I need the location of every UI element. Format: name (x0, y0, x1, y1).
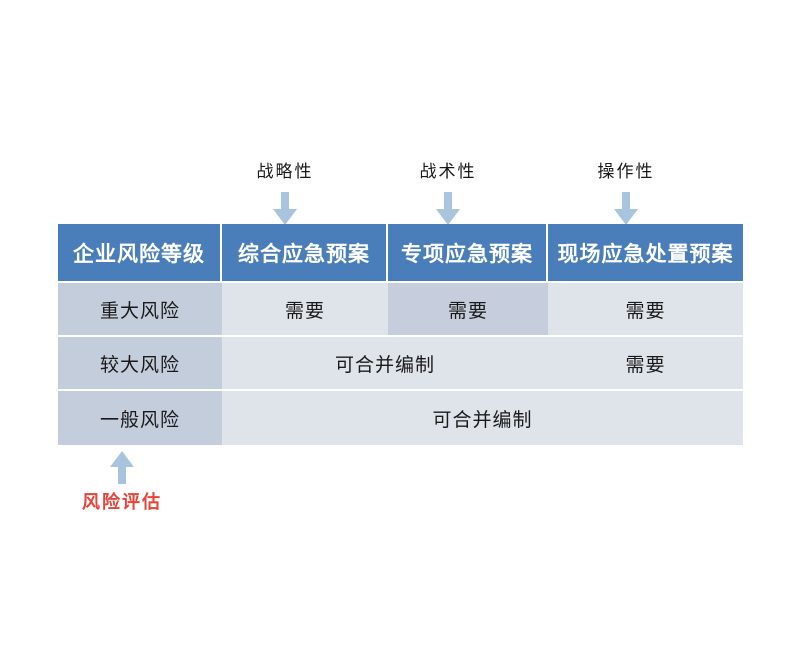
row-header-general-risk: 一般风险 (58, 391, 222, 445)
cell-general-merged-plan: 可合并编制 (222, 391, 743, 445)
annotation-risk-assessment: 风险评估 (52, 450, 192, 514)
arrow-up-icon (110, 451, 134, 484)
arrow-down-icon (614, 192, 638, 225)
annotation-strategic: 战略性 (215, 162, 355, 226)
column-header-comprehensive-plan: 综合应急预案 (222, 224, 388, 283)
table-row: 较大风险 可合并编制 需要 (58, 337, 743, 391)
column-header-onsite-plan: 现场应急处置预案 (548, 224, 743, 283)
arrow-down-icon (436, 192, 460, 225)
arrow-down-icon (273, 192, 297, 225)
table-row: 重大风险 需要 需要 需要 (58, 283, 743, 337)
annotation-strategic-label: 战略性 (256, 162, 314, 182)
row-header-major-risk: 重大风险 (58, 283, 222, 337)
annotation-tactical: 战术性 (378, 162, 518, 226)
annotation-tactical-label: 战术性 (419, 162, 477, 182)
column-header-special-plan: 专项应急预案 (388, 224, 548, 283)
table-header-row: 企业风险等级 综合应急预案 专项应急预案 现场应急处置预案 (58, 224, 743, 283)
table-row: 一般风险 可合并编制 (58, 391, 743, 445)
annotation-risk-assessment-label: 风险评估 (82, 492, 162, 513)
cell-major-comprehensive: 需要 (222, 283, 388, 337)
annotation-operational-label: 操作性 (597, 162, 655, 182)
risk-plan-matrix-table: 企业风险等级 综合应急预案 专项应急预案 现场应急处置预案 重大风险 需要 需要… (58, 224, 743, 445)
cell-major-special: 需要 (388, 283, 548, 337)
cell-large-merged-plan: 可合并编制 (222, 337, 548, 391)
row-header-large-risk: 较大风险 (58, 337, 222, 391)
cell-large-onsite: 需要 (548, 337, 743, 391)
cell-major-onsite: 需要 (548, 283, 743, 337)
annotation-operational: 操作性 (556, 162, 696, 226)
column-header-risk-level: 企业风险等级 (58, 224, 222, 283)
